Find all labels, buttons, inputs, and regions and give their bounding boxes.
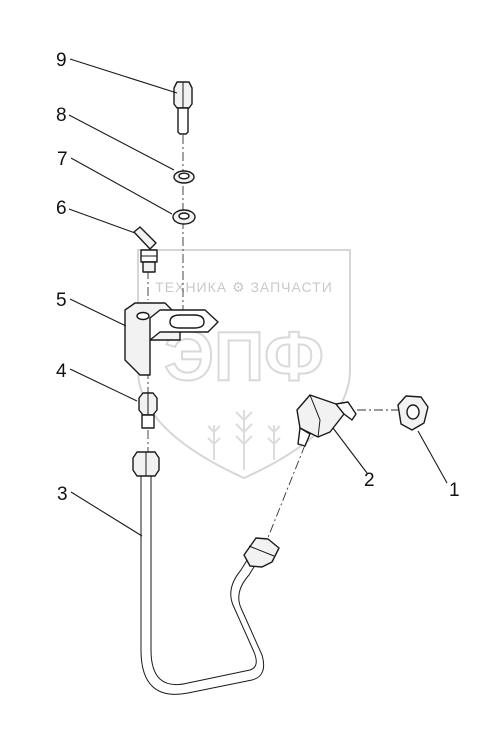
callout-7: 7: [57, 149, 68, 170]
watermark-brand-text: ТЕХНИКА ⚙ ЗАПЧАСТИ: [155, 279, 333, 295]
callout-4: 4: [56, 361, 67, 382]
part-9-bolt: [173, 81, 193, 135]
callout-3: 3: [57, 484, 68, 505]
leader-line-8: [68, 114, 175, 171]
callout-2: 2: [364, 470, 375, 491]
part-8-spring-washer: [173, 170, 195, 184]
assembly-axes: [147, 135, 405, 546]
leader-line-3: [70, 491, 143, 537]
part-2-elbow-fitting: [296, 394, 357, 447]
part-3-tube: [132, 451, 280, 695]
leader-line-2: [332, 427, 368, 474]
leader-line-5: [69, 298, 127, 327]
part-6-angled-fitting: [133, 226, 158, 273]
part-1-hex-nut: [397, 395, 429, 431]
leader-line-9: [69, 58, 178, 94]
callout-8: 8: [56, 105, 67, 126]
callout-numbers: 1 2 3 4 5 6 7 8 9: [56, 50, 460, 505]
watermark: ТЕХНИКА ⚙ ЗАПЧАСТИ ЭПФ: [137, 249, 351, 480]
watermark-wheat-icon: [207, 410, 281, 470]
leader-lines: [68, 58, 448, 537]
leader-line-4: [69, 368, 138, 402]
callout-5: 5: [56, 290, 67, 311]
leader-line-1: [417, 430, 448, 484]
part-5-bracket: [124, 302, 219, 376]
callout-1: 1: [449, 480, 460, 501]
part-4-straight-fitting: [138, 392, 158, 429]
part-7-flat-washer: [172, 209, 196, 225]
leader-line-7: [70, 157, 173, 215]
callout-6: 6: [56, 198, 67, 219]
callout-9: 9: [56, 50, 67, 71]
leader-line-6: [68, 208, 136, 234]
